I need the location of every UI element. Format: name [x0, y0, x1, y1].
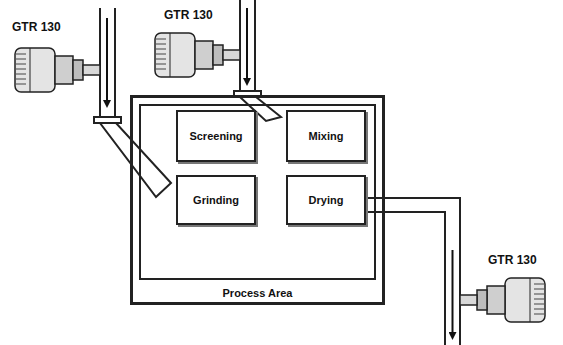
sensor-label: GTR 130: [488, 253, 537, 267]
process-area: Process Area Screening MixingGrinding Dryin…: [130, 95, 385, 305]
process-label: Screening: [189, 130, 242, 142]
area-label: Process Area: [133, 287, 382, 299]
process-box: Grinding: [176, 175, 256, 225]
process-box: Drying: [286, 175, 366, 225]
process-label: Grinding: [193, 194, 239, 206]
process-box: Mixing: [286, 110, 366, 162]
process-label: Mixing: [309, 130, 344, 142]
process-label: Drying: [309, 194, 344, 206]
process-box: Screening: [176, 110, 256, 162]
sensor-label: GTR 130: [12, 20, 61, 34]
sensor-label: GTR 130: [164, 8, 213, 22]
